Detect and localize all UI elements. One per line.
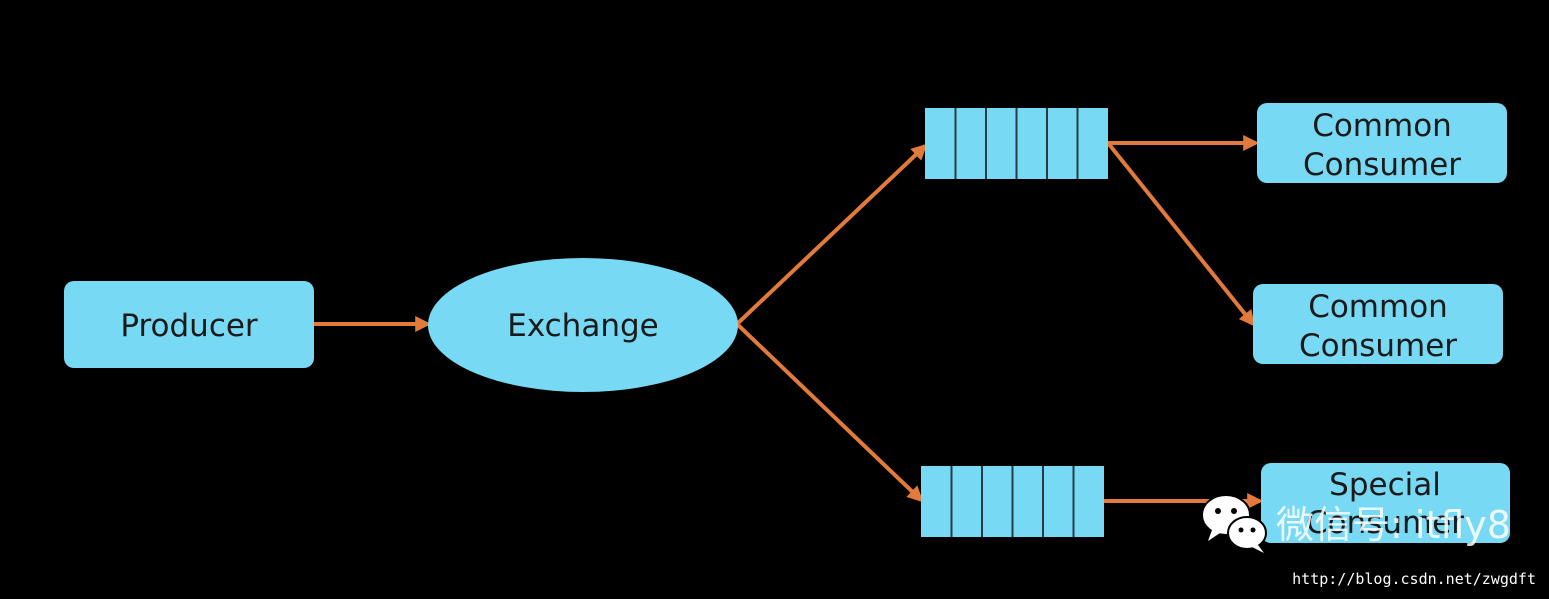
consumer-3-line1: Special	[1329, 467, 1441, 503]
consumer-2-box	[1253, 284, 1503, 364]
watermark-text: 微信号: itfly8	[1276, 503, 1511, 547]
producer-box	[64, 281, 314, 368]
exchange-node: Exchange	[428, 258, 738, 392]
consumer-3-node: Special Consumer	[1261, 463, 1510, 543]
edge-top-queue-consumer-2	[1106, 141, 1256, 327]
edge-exchange-top-queue	[735, 143, 928, 326]
consumer-2-node: Common Consumer	[1253, 284, 1503, 364]
producer-label: Producer	[120, 308, 258, 344]
consumer-1-box	[1257, 103, 1507, 183]
consumer-2-line1: Common	[1308, 289, 1448, 325]
wechat-icon	[1201, 494, 1267, 553]
consumer-2-line2: Consumer	[1299, 328, 1457, 364]
queue-top-dividers	[954, 108, 1079, 179]
watermark: 微信号: itfly8 http://blog.csdn.net/zwgdft	[1201, 494, 1536, 588]
producer-node: Producer	[64, 281, 314, 368]
consumer-1-node: Common Consumer	[1257, 103, 1507, 183]
queue-bottom-dividers	[950, 466, 1075, 537]
queue-bottom	[921, 466, 1104, 537]
edges	[314, 135, 1264, 509]
consumer-3-line2: Consumer	[1306, 505, 1464, 541]
queue-top	[925, 108, 1108, 179]
watermark-url: http://blog.csdn.net/zwgdft	[1292, 570, 1536, 588]
consumer-3-box	[1261, 463, 1510, 543]
consumer-1-line1: Common	[1312, 108, 1452, 144]
exchange-ellipse	[428, 258, 738, 392]
edge-exchange-bottom-queue	[735, 322, 924, 503]
exchange-label: Exchange	[507, 308, 658, 344]
consumer-1-line2: Consumer	[1303, 147, 1461, 183]
